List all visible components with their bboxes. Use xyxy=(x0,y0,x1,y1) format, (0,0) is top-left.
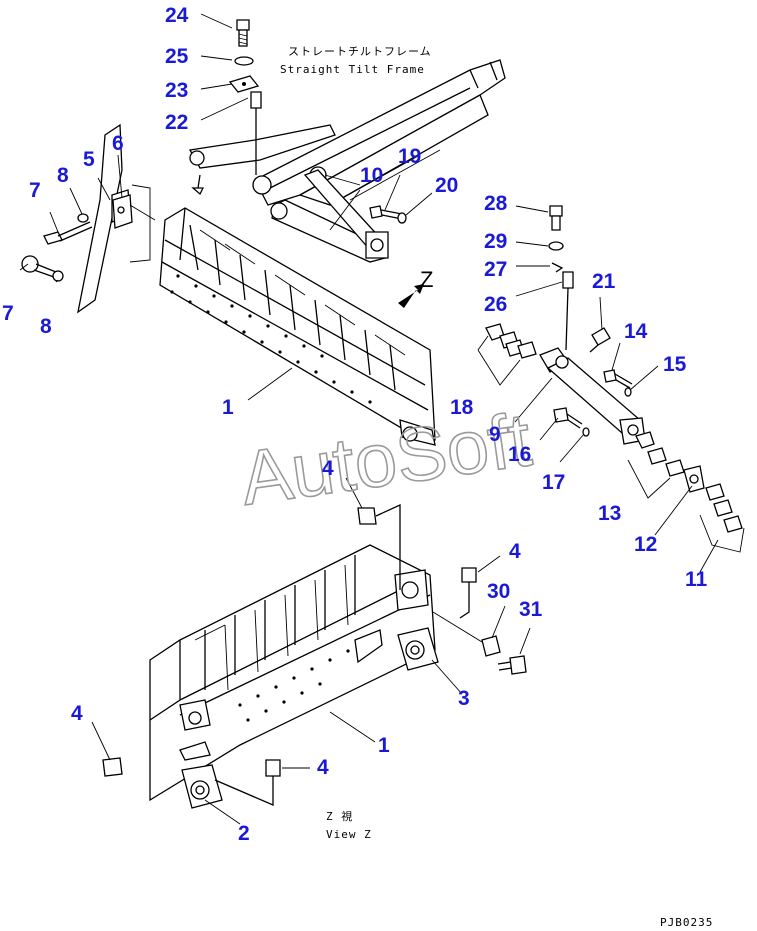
callout-1-lower: 1 xyxy=(378,734,390,757)
callout-9: 9 xyxy=(489,423,501,446)
callout-21: 21 xyxy=(592,270,616,293)
washer-8-upper xyxy=(77,213,89,223)
end-bit xyxy=(77,123,156,314)
callout-4-d: 4 xyxy=(317,756,329,779)
grease-fitting-4d xyxy=(214,759,281,806)
bracket-2 xyxy=(181,764,223,809)
bolt-19 xyxy=(369,205,403,220)
lock-pin-27 xyxy=(551,262,564,273)
shim-18 xyxy=(477,323,537,386)
blade-upper xyxy=(159,207,436,446)
shim-11 xyxy=(699,483,745,553)
callout-31: 31 xyxy=(519,598,543,621)
bracket-3 xyxy=(397,627,439,671)
pin-26 xyxy=(562,271,574,351)
grease-fitting-4c xyxy=(102,757,123,777)
callout-24: 24 xyxy=(165,4,189,27)
callout-18: 18 xyxy=(450,396,474,419)
straight-tilt-frame xyxy=(188,59,506,206)
bolt-7-upper xyxy=(43,221,93,245)
watermark: AutoSoft xyxy=(236,397,537,522)
callout-7-upper: 7 xyxy=(29,179,41,202)
grease-fitting-4b xyxy=(459,567,477,619)
callout-25: 25 xyxy=(165,45,189,68)
callout-14: 14 xyxy=(624,320,648,343)
view-name-en: View Z xyxy=(326,828,372,841)
callout-1-upper: 1 xyxy=(222,396,234,419)
bolt-7-lower xyxy=(21,255,57,278)
view-name-jp: Z 視 xyxy=(326,809,353,823)
callout-20: 20 xyxy=(435,174,458,197)
callout-11: 11 xyxy=(685,568,708,591)
brace-10 xyxy=(270,169,389,263)
callout-27: 27 xyxy=(484,258,507,281)
pin-22 xyxy=(250,91,262,175)
callout-4-a: 4 xyxy=(322,457,334,480)
grease-fitting-21 xyxy=(589,327,611,353)
callout-8-upper: 8 xyxy=(57,164,69,187)
callout-8-lower: 8 xyxy=(40,315,52,338)
washer-17 xyxy=(582,427,590,437)
callout-3: 3 xyxy=(458,687,470,710)
callout-12: 12 xyxy=(634,533,657,556)
drawing-code: PJB0235 xyxy=(660,916,713,929)
callout-30: 30 xyxy=(487,580,510,603)
frame-name-jp: ストレートチルトフレーム xyxy=(288,45,432,58)
callout-4-b: 4 xyxy=(509,540,521,563)
bolt-16 xyxy=(553,407,583,429)
bolt-14 xyxy=(603,369,633,389)
washer-29 xyxy=(548,241,564,251)
callout-29: 29 xyxy=(484,230,507,253)
callout-7-lower: 7 xyxy=(2,302,14,325)
callout-22: 22 xyxy=(165,111,188,134)
callout-13: 13 xyxy=(598,502,621,525)
cover-30 xyxy=(481,635,501,657)
view-z-arrow-label: Z xyxy=(420,267,433,292)
view-z-arrow xyxy=(398,284,424,308)
callout-10: 10 xyxy=(360,164,383,187)
callout-19: 19 xyxy=(398,145,421,168)
blade-lower xyxy=(149,544,436,802)
callout-4-c: 4 xyxy=(71,702,83,725)
callout-2: 2 xyxy=(238,822,250,845)
arm-9 xyxy=(539,347,646,445)
leader-lines xyxy=(19,13,719,825)
shim-13 xyxy=(627,431,685,499)
washer-25 xyxy=(234,56,254,66)
grease-fitting-4a xyxy=(357,503,401,590)
callout-26: 26 xyxy=(484,293,507,316)
bolt-28 xyxy=(549,205,563,231)
bolt-31 xyxy=(497,655,527,675)
washer-8-lower xyxy=(52,270,64,282)
callouts: 24 25 23 22 6 5 8 7 7 8 10 19 20 28 29 2… xyxy=(2,4,708,845)
callout-5: 5 xyxy=(83,148,95,171)
callout-17: 17 xyxy=(542,471,565,494)
callout-16: 16 xyxy=(508,443,531,466)
callout-28: 28 xyxy=(484,192,508,215)
callout-15: 15 xyxy=(663,353,687,376)
callout-6: 6 xyxy=(112,132,124,155)
washer-15 xyxy=(624,387,632,397)
washer-20 xyxy=(397,212,407,224)
frame-name-en: Straight Tilt Frame xyxy=(280,63,425,76)
bolt-24 xyxy=(236,19,250,47)
callout-23: 23 xyxy=(165,79,188,102)
